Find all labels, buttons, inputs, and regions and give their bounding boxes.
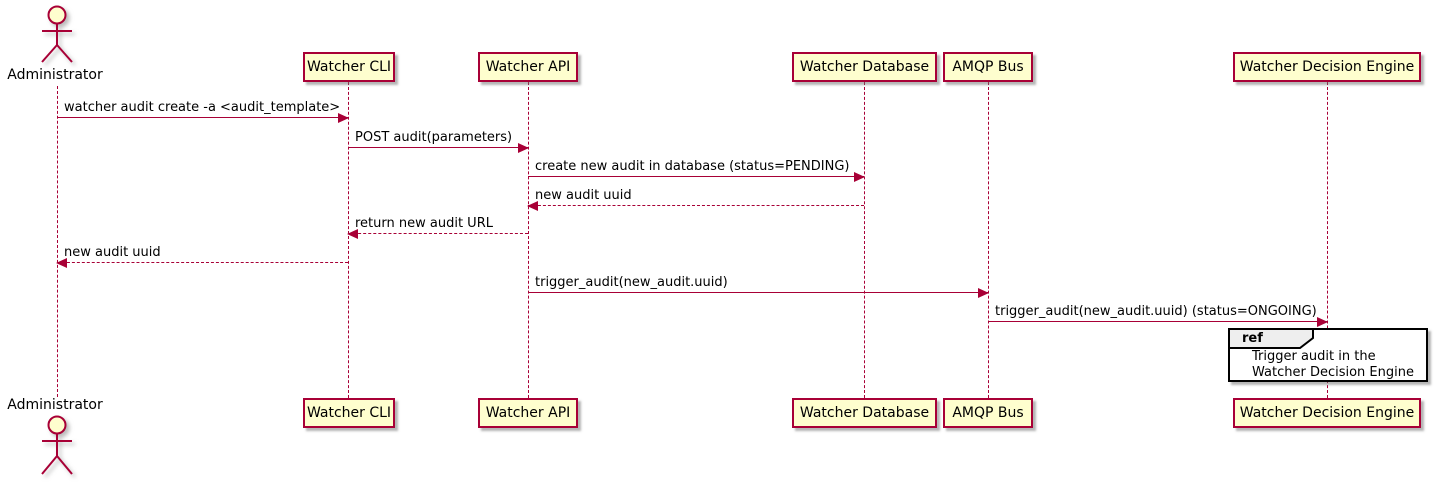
arrowhead-right-icon (854, 172, 865, 182)
arrowhead-right-icon (1317, 317, 1328, 327)
message-3-label: create new audit in database (status=PEN… (535, 159, 850, 174)
arrowhead-left-icon (527, 201, 538, 211)
message-3-create-audit-db: create new audit in database (status=PEN… (528, 159, 865, 182)
lifeline-watcher-api (528, 82, 529, 398)
message-8-trigger-audit-ongoing: trigger_audit(new_audit.uuid) (status=ON… (988, 304, 1328, 327)
message-2-post-audit: POST audit(parameters) (348, 130, 529, 153)
message-5-return-audit-url: return new audit URL (347, 216, 528, 239)
participant-amqp-bus-bottom: AMQP Bus (943, 398, 1033, 428)
message-1-audit-create: watcher audit create -a <audit_template> (57, 100, 349, 123)
message-4-label: new audit uuid (535, 188, 632, 203)
participant-watcher-database-top: Watcher Database (792, 52, 937, 82)
actor-icon (41, 415, 73, 475)
arrowhead-right-icon (518, 143, 529, 153)
participant-watcher-api-top: Watcher API (478, 52, 578, 82)
message-1-label: watcher audit create -a <audit_template> (64, 100, 341, 115)
participant-watcher-decision-engine-top: Watcher Decision Engine (1233, 52, 1421, 82)
participant-amqp-bus-top: AMQP Bus (943, 52, 1033, 82)
lifeline-watcher-cli (348, 82, 349, 398)
lifeline-administrator (57, 86, 58, 397)
message-4-new-audit-uuid: new audit uuid (527, 188, 864, 211)
participant-watcher-decision-engine-bottom: Watcher Decision Engine (1233, 398, 1421, 428)
message-6-new-audit-uuid: new audit uuid (56, 245, 348, 268)
arrowhead-right-icon (338, 113, 349, 123)
message-7-trigger-audit: trigger_audit(new_audit.uuid) (528, 275, 989, 298)
actor-label-top: Administrator (7, 67, 103, 83)
message-8-label: trigger_audit(new_audit.uuid) (status=ON… (995, 304, 1317, 319)
ref-body-line-1: Trigger audit in the (1252, 349, 1376, 364)
message-6-label: new audit uuid (64, 245, 161, 260)
ref-fragment: ref Trigger audit in the Watcher Decisio… (1228, 328, 1428, 382)
ref-body: Trigger audit in the Watcher Decision En… (1252, 349, 1414, 381)
actor-label-bottom: Administrator (7, 397, 103, 413)
lifeline-watcher-decision-engine (1327, 82, 1328, 398)
arrowhead-left-icon (347, 229, 358, 239)
arrowhead-left-icon (56, 258, 67, 268)
ref-keyword: ref (1242, 331, 1263, 346)
lifeline-amqp-bus (988, 82, 989, 398)
message-5-label: return new audit URL (355, 216, 493, 231)
ref-tag-pentagon-icon (1228, 328, 1314, 349)
participant-watcher-api-bottom: Watcher API (478, 398, 578, 428)
participant-watcher-cli-top: Watcher CLI (303, 52, 395, 82)
message-7-label: trigger_audit(new_audit.uuid) (535, 275, 728, 290)
message-2-label: POST audit(parameters) (355, 130, 513, 145)
participant-watcher-database-bottom: Watcher Database (792, 398, 937, 428)
ref-body-line-2: Watcher Decision Engine (1252, 365, 1414, 380)
arrowhead-right-icon (978, 288, 989, 298)
actor-icon (41, 5, 73, 63)
participant-watcher-cli-bottom: Watcher CLI (303, 398, 395, 428)
lifeline-watcher-database (864, 82, 865, 398)
